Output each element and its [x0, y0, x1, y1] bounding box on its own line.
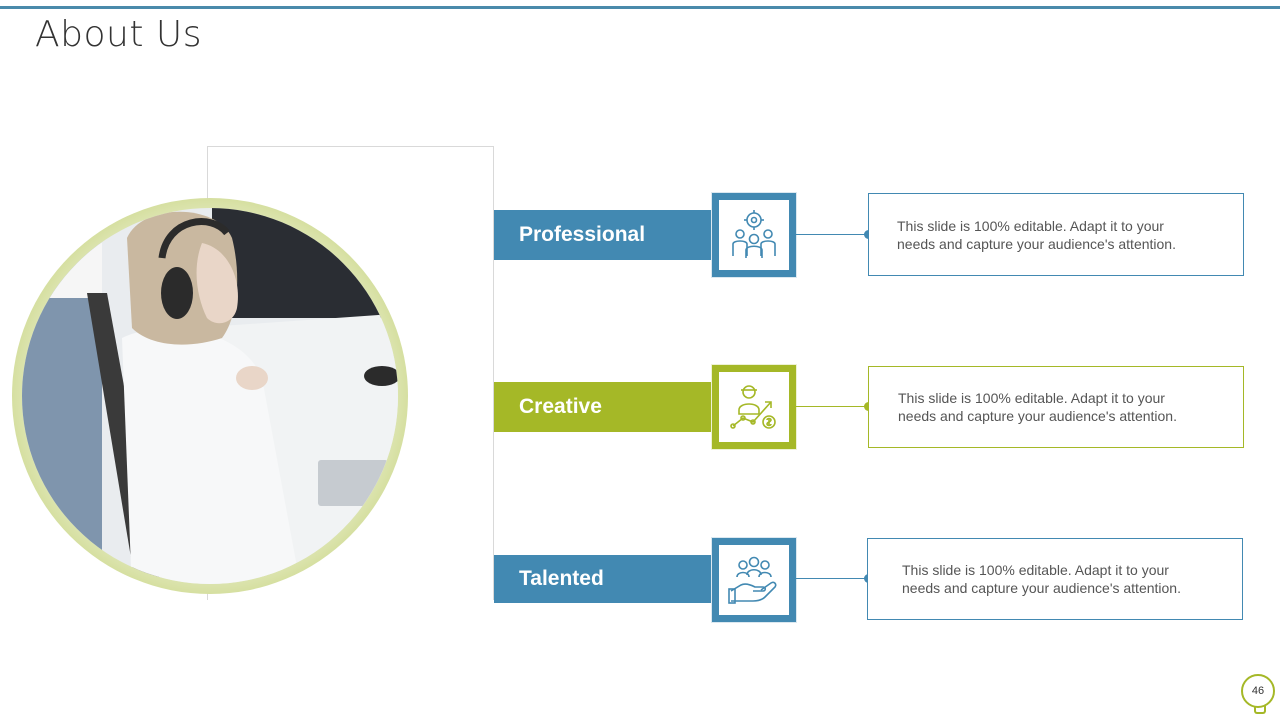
connector-2: [796, 406, 868, 407]
description-box-2: This slide is 100% editable. Adapt it to…: [868, 366, 1244, 448]
description-text-3: This slide is 100% editable. Adapt it to…: [902, 562, 1181, 596]
team-target-icon: [712, 193, 796, 277]
page-title: About Us: [35, 14, 202, 55]
team-photo: [12, 198, 408, 594]
photo-frame-edge: [493, 146, 494, 600]
label-talented: Talented: [494, 555, 714, 603]
hand-people-icon: [712, 538, 796, 622]
label-professional: Professional: [494, 210, 714, 260]
label-creative: Creative: [494, 382, 714, 432]
connector-3: [796, 578, 868, 579]
description-box-1: This slide is 100% editable. Adapt it to…: [868, 193, 1244, 276]
connector-1: [796, 234, 868, 235]
growth-strategy-icon: [712, 365, 796, 449]
top-rule: [0, 6, 1280, 9]
description-box-3: This slide is 100% editable. Adapt it to…: [867, 538, 1243, 620]
description-text-2: This slide is 100% editable. Adapt it to…: [898, 390, 1177, 424]
page-number-badge: 46: [1241, 674, 1275, 714]
photo-illustration: [22, 208, 398, 584]
description-text-1: This slide is 100% editable. Adapt it to…: [897, 217, 1176, 252]
